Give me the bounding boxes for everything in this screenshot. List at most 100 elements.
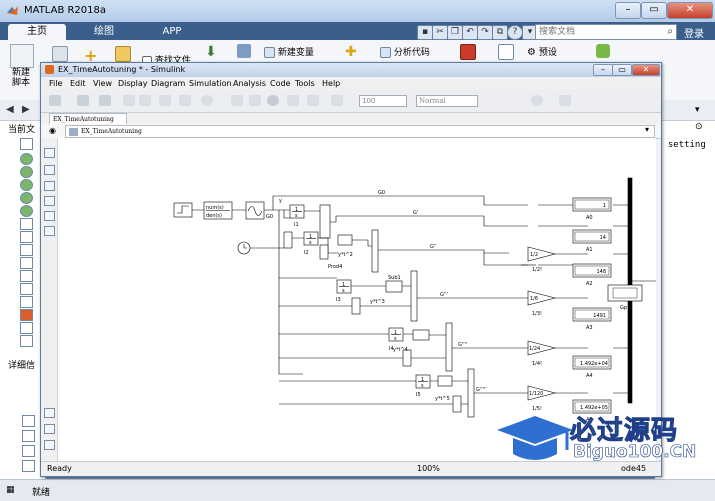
breadcrumb[interactable]: EX_TimeAutotuning [65, 125, 655, 138]
file-icon[interactable] [20, 138, 33, 150]
gain-1-24[interactable] [527, 340, 557, 356]
search-icon[interactable]: ⌕ [667, 26, 673, 37]
stop-time-field[interactable]: 100 [359, 95, 407, 107]
file-icon[interactable] [20, 296, 33, 308]
gain-block-4[interactable] [412, 329, 430, 341]
sim-close-button[interactable]: ✕ [632, 64, 660, 76]
forward-arrow-icon[interactable]: ▶ [22, 104, 30, 115]
menu-display[interactable]: Display [118, 79, 148, 88]
sum-block-3[interactable] [445, 322, 453, 372]
redo-icon[interactable] [139, 95, 151, 106]
maximize-button[interactable]: ▭ [641, 2, 667, 19]
open-model-icon[interactable] [77, 95, 89, 106]
library-browser-icon[interactable] [159, 95, 171, 106]
simulink-file-icon[interactable] [20, 205, 33, 217]
area-icon[interactable] [44, 226, 55, 236]
product-block-4[interactable] [351, 297, 361, 315]
new-script-label[interactable]: 新建 脚本 [12, 68, 31, 88]
menu-analysis[interactable]: Analysis [233, 79, 266, 88]
undo-icon[interactable]: ↶ [462, 25, 478, 40]
help-dropdown-icon[interactable]: ▾ [522, 25, 538, 40]
tab-apps[interactable]: APP [162, 26, 182, 37]
zoom-in-icon[interactable] [44, 148, 55, 158]
menu-file[interactable]: File [49, 79, 63, 88]
file-icon[interactable] [20, 283, 33, 295]
settings-icon[interactable] [201, 95, 213, 106]
workspace-icon[interactable] [22, 460, 35, 472]
product-block-6[interactable] [452, 395, 462, 413]
sum-block-1[interactable] [371, 229, 379, 273]
workspace-icon[interactable] [22, 430, 35, 442]
collapse-icon[interactable] [44, 440, 55, 450]
diagram-canvas[interactable]: num(s) den(s) y G0 1 s I1 1 s I2 y*t^2 P… [58, 138, 656, 461]
step-forward-icon[interactable] [287, 95, 299, 106]
copy-icon[interactable]: ❐ [447, 25, 463, 40]
save-icon[interactable]: ▪ [417, 25, 433, 40]
file-icon[interactable] [20, 270, 33, 282]
login-link[interactable]: 登录 [684, 29, 704, 40]
sum-block-4[interactable] [467, 368, 475, 418]
step-block[interactable] [173, 202, 193, 218]
new-model-icon[interactable] [49, 95, 61, 106]
grid-icon[interactable] [559, 95, 571, 106]
run-icon[interactable] [267, 95, 279, 106]
cut-icon[interactable]: ✂ [432, 25, 448, 40]
file-icon[interactable] [20, 218, 33, 230]
back-arrow-icon[interactable]: ◀ [6, 104, 14, 115]
workspace-icon[interactable] [22, 415, 35, 427]
stop-icon[interactable] [307, 95, 319, 106]
sub1-block[interactable] [385, 280, 403, 293]
redo-icon[interactable]: ↷ [477, 25, 493, 40]
new-script-icon[interactable] [10, 44, 34, 68]
menu-edit[interactable]: Edit [70, 79, 86, 88]
file-icon[interactable] [20, 257, 33, 269]
analyze-code-button[interactable]: 分析代码 [380, 45, 430, 58]
arrow-icon[interactable] [44, 181, 55, 191]
menu-help[interactable]: Help [322, 79, 341, 88]
close-button[interactable]: ✕ [667, 2, 713, 19]
gain-1-2[interactable] [527, 246, 557, 262]
image-icon[interactable] [44, 211, 55, 221]
menu-diagram[interactable]: Diagram [151, 79, 186, 88]
model-tab[interactable]: EX_TimeAutotuning [49, 113, 127, 125]
diagnostics-icon[interactable] [531, 95, 543, 106]
new-variable-button[interactable]: 新建变量 [264, 45, 314, 58]
help-icon[interactable]: ? [507, 25, 523, 40]
doc-search-input[interactable] [536, 25, 660, 39]
sum-block-2[interactable] [410, 270, 418, 322]
product-block-2[interactable] [283, 231, 293, 249]
gain-1-6[interactable] [527, 290, 557, 306]
options-icon[interactable]: ⊙ [695, 122, 703, 132]
tab-plots[interactable]: 绘图 [94, 26, 114, 37]
model-explorer-icon[interactable] [179, 95, 191, 106]
switch-windows-icon[interactable]: ⧉ [492, 25, 508, 40]
file-icon[interactable] [20, 322, 33, 334]
hide-browser-icon[interactable]: ◉ [49, 126, 56, 135]
product-block-3[interactable] [319, 244, 329, 260]
preferences-button[interactable]: ⚙ 预设 [527, 47, 557, 58]
gain-1-120[interactable] [527, 385, 557, 401]
dropdown-icon[interactable]: ▾ [695, 105, 700, 115]
simulink-file-icon[interactable] [20, 192, 33, 204]
hierarchy-icon[interactable] [44, 408, 55, 418]
properties-icon[interactable] [44, 424, 55, 434]
annotation-icon[interactable] [44, 196, 55, 206]
matlab-file-icon[interactable] [20, 309, 33, 321]
simulink-file-icon[interactable] [20, 179, 33, 191]
simulink-file-icon[interactable] [20, 153, 33, 165]
menu-simulation[interactable]: Simulation [189, 79, 232, 88]
gain-block-2[interactable] [337, 234, 353, 246]
product-block-1[interactable] [319, 204, 331, 239]
step-back-end-icon[interactable] [249, 95, 261, 106]
fit-view-icon[interactable] [44, 165, 55, 175]
menu-tools[interactable]: Tools [295, 79, 315, 88]
sim-maximize-button[interactable]: ▭ [612, 64, 632, 76]
step-back-icon[interactable] [231, 95, 243, 106]
menu-view[interactable]: View [93, 79, 112, 88]
simulink-file-icon[interactable] [20, 166, 33, 178]
gain-block-5[interactable] [437, 375, 453, 387]
minimize-button[interactable]: – [615, 2, 641, 19]
undo-icon[interactable] [123, 95, 135, 106]
save-model-icon[interactable] [99, 95, 111, 106]
simulation-mode-select[interactable]: Normal [416, 95, 478, 107]
